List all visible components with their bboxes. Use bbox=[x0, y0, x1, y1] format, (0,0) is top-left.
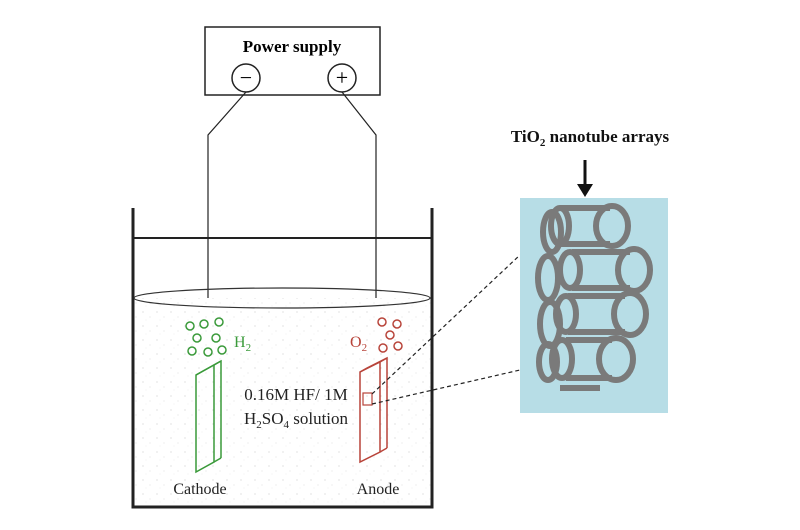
positive-terminal-symbol: + bbox=[336, 65, 348, 90]
anode-highlight-box bbox=[362, 392, 373, 406]
hydrogen-bubbles bbox=[185, 317, 227, 357]
zoom-lines bbox=[371, 254, 521, 405]
solution-label-line2: H2SO4 solution bbox=[244, 409, 349, 431]
hydrogen-label: H2 bbox=[234, 334, 251, 354]
oxygen-bubbles bbox=[377, 317, 403, 353]
cathode-label: Cathode bbox=[173, 481, 226, 498]
solution-label-line1: 0.16M HF/ 1M bbox=[244, 385, 347, 404]
power-supply-title: Power supply bbox=[243, 37, 342, 56]
cathode-wire bbox=[207, 91, 247, 370]
wires bbox=[207, 91, 377, 370]
oxygen-label: O2 bbox=[350, 334, 367, 354]
nanotube-array bbox=[535, 203, 653, 391]
inset-title: TiO2 nanotube arrays bbox=[511, 127, 670, 149]
inset-arrow bbox=[577, 160, 593, 197]
solution-body bbox=[133, 298, 432, 507]
anode-label: Anode bbox=[357, 481, 400, 498]
negative-terminal-symbol: − bbox=[240, 65, 252, 90]
beaker bbox=[131, 208, 434, 509]
anode-electrode bbox=[359, 356, 388, 464]
cathode-electrode bbox=[195, 359, 222, 474]
anode-wire bbox=[341, 91, 377, 370]
beaker-walls bbox=[131, 208, 434, 509]
power-supply: Power supply − + bbox=[204, 26, 381, 96]
